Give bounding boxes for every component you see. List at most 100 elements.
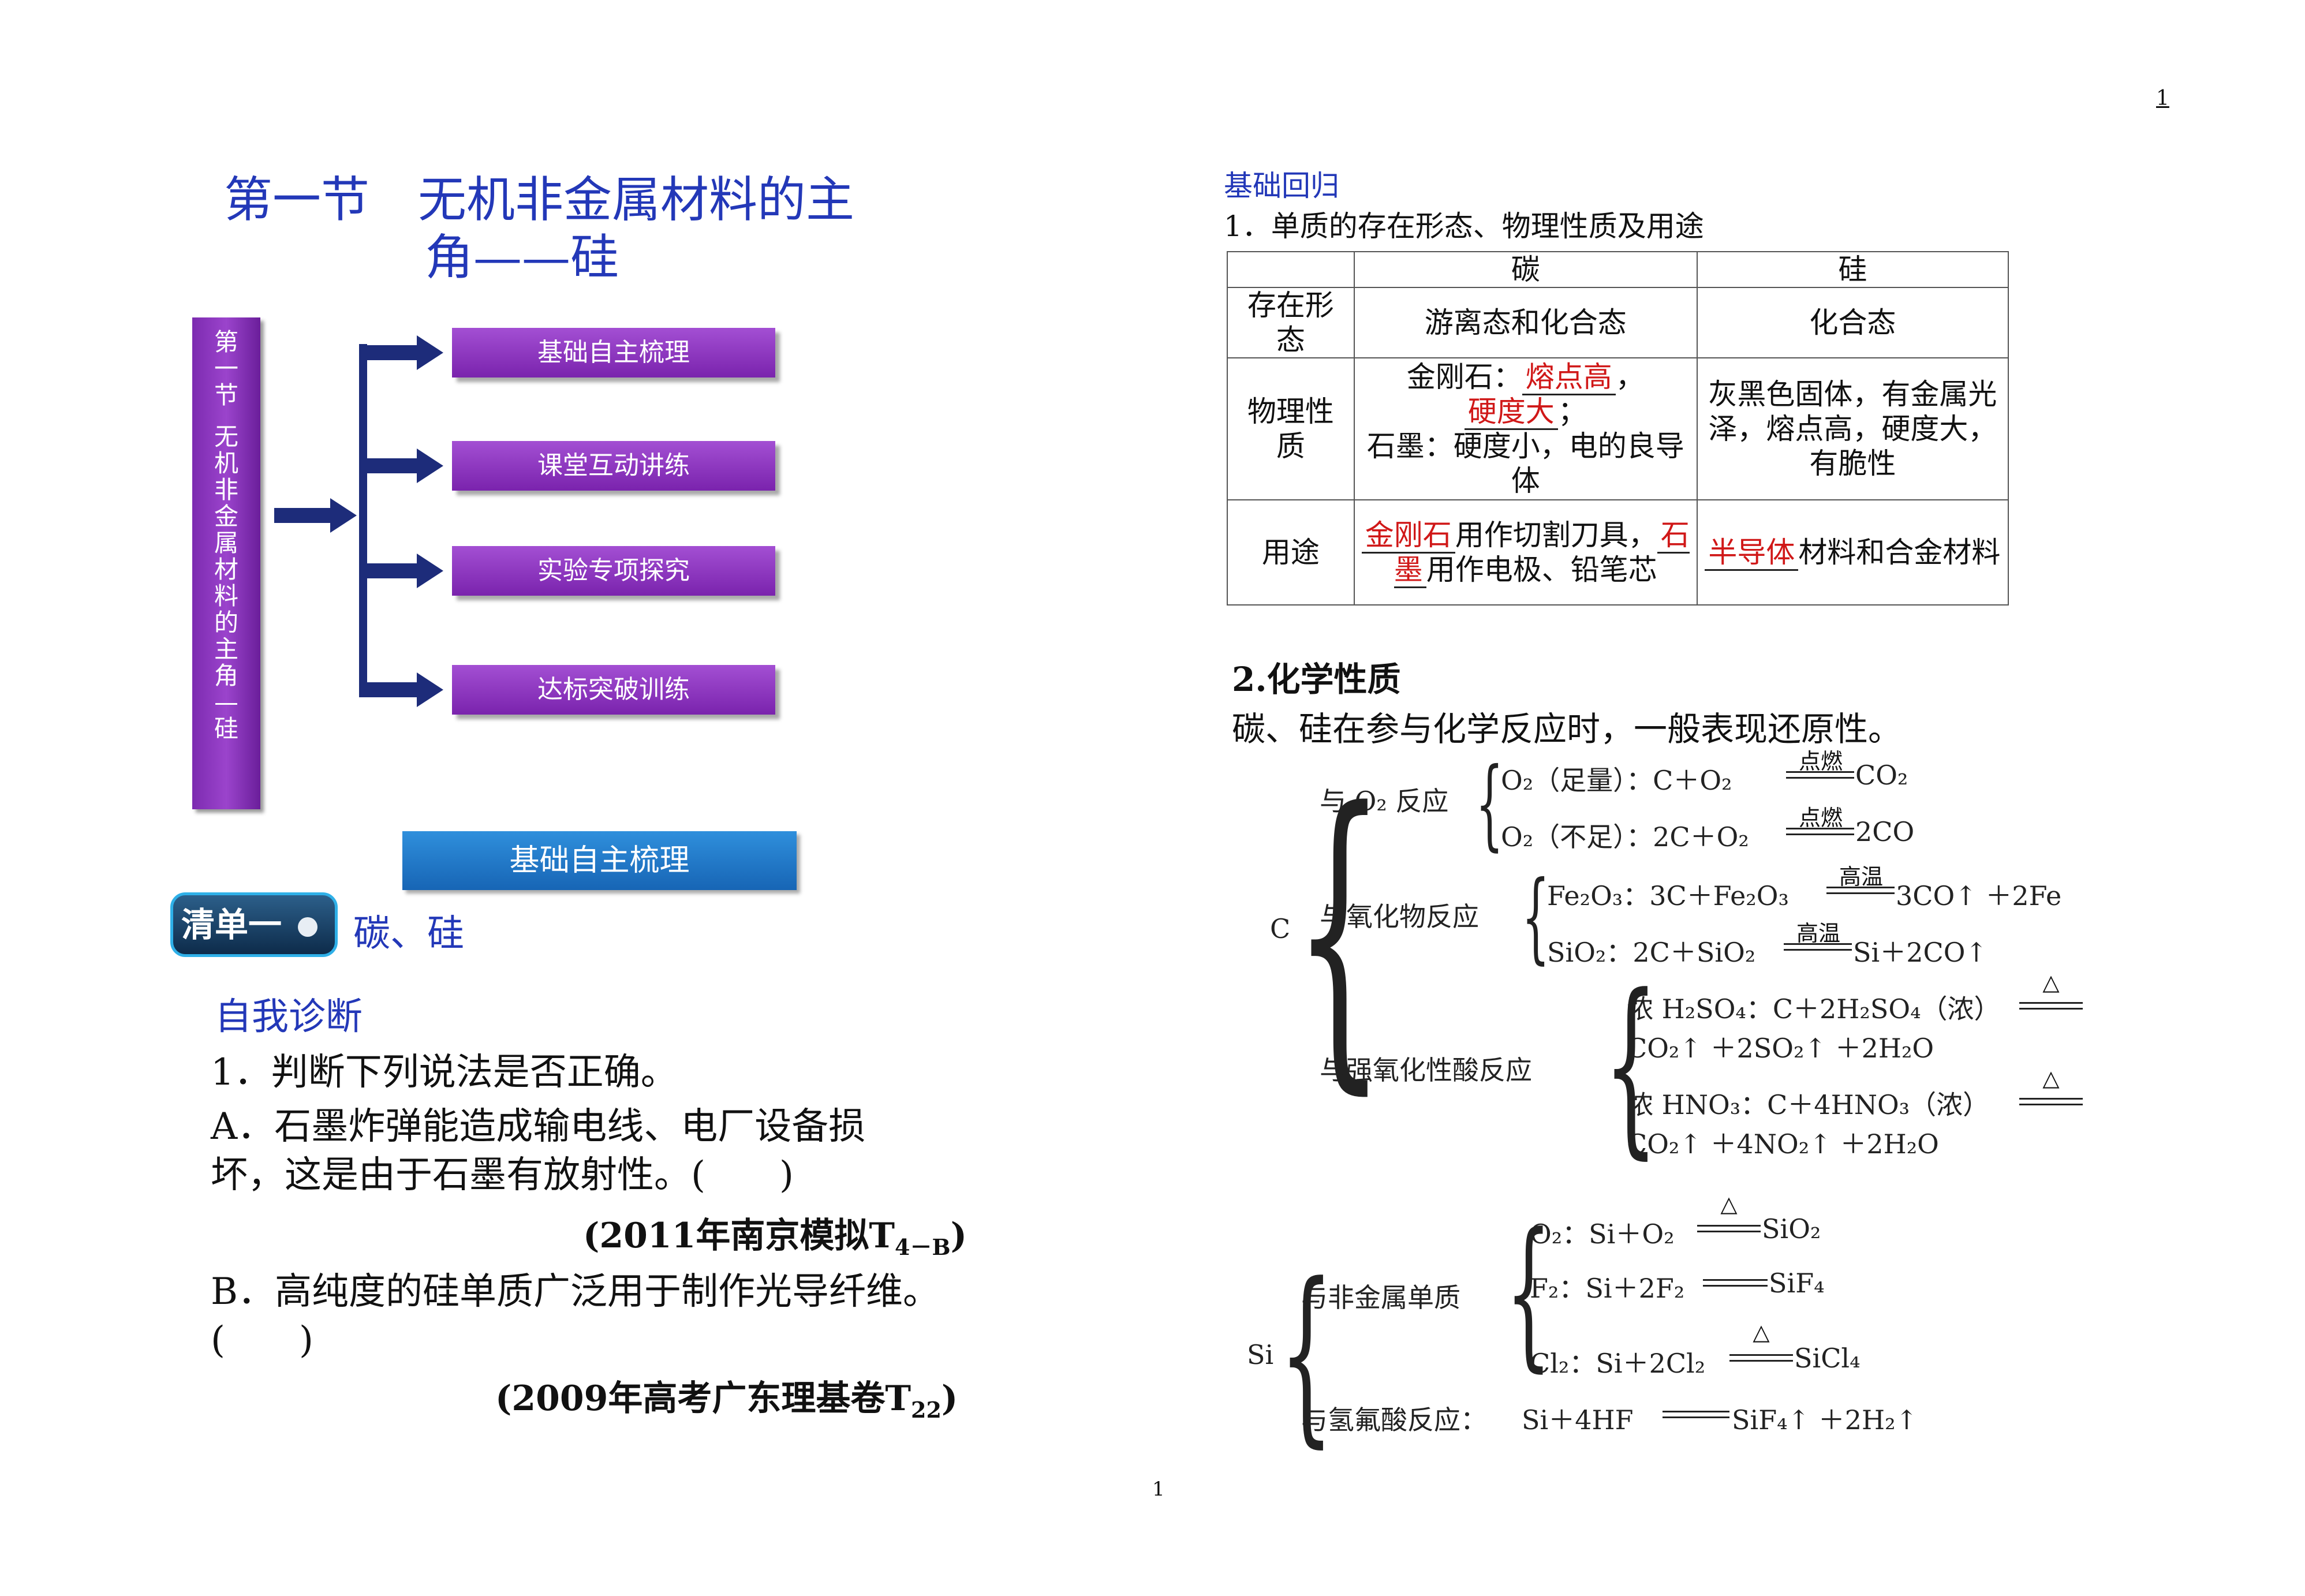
answer-blank: 石墨 — [1394, 518, 1690, 588]
equals-sign — [2019, 1002, 2083, 1010]
question-1: 1．判断下列说法是否正确。 — [211, 1051, 678, 1094]
vlabel-char — [192, 409, 260, 424]
cell-text: ； — [1557, 395, 1587, 428]
table-header: 硅 — [1696, 251, 2009, 288]
table-cell: 金刚石：熔点高， 硬度大； 石墨：硬度小，电的良导体 — [1353, 357, 1698, 500]
answer-blank: 金刚石 — [1361, 518, 1455, 554]
carbon-acid-label: 与强氧化性酸反应 — [1320, 1055, 1532, 1086]
properties-table: 碳 硅 存在形态 游离态和化合态 化合态 物理性质 金刚石：熔点高， 硬度大； … — [1227, 251, 2009, 605]
reaction-h2so4-products: CO₂↑ ＋2SO₂↑ ＋2H₂O — [1627, 1033, 1934, 1064]
subsection-2: 2.化学性质 — [1232, 660, 1401, 699]
reaction-si-o2: O₂：Si＋O₂ — [1530, 1219, 1675, 1250]
vlabel-char: 硅 — [214, 715, 238, 743]
cell-text: 材料和合金材料 — [1798, 536, 2001, 569]
reaction-si-cl2: Cl₂：Si＋2Cl₂ — [1530, 1348, 1706, 1379]
question-a-source: (2011年南京模拟T4－B) — [583, 1208, 967, 1261]
vlabel-char: 金 — [214, 502, 238, 530]
vlabel-char: 第 — [214, 328, 238, 356]
product: CO₂ — [1855, 760, 1908, 791]
branch-arrow-shaft — [367, 563, 419, 578]
condition-heat: △ — [2042, 970, 2060, 995]
equals-sign — [1729, 1354, 1793, 1362]
branch-arrow-head — [417, 554, 443, 588]
branch-arrow-head — [417, 672, 443, 707]
table-row: 存在形态 游离态和化合态 化合态 — [1227, 287, 2009, 358]
table-row: 用途 金刚石用作切割刀具，石墨用作电极、铅笔芯 半导体材料和合金材料 — [1227, 499, 2009, 605]
condition-ignite: 点燃 — [1798, 749, 1843, 774]
product: SiCl₄ — [1794, 1343, 1861, 1374]
vlabel-char: 无 — [214, 423, 238, 451]
condition-high-temp: 高温 — [1839, 864, 1883, 889]
product: SiF₄ — [1769, 1268, 1825, 1299]
source-sub: 22 — [911, 1397, 942, 1423]
carbon-oxide-label: 与氧化物反应 — [1320, 901, 1479, 932]
vlabel-char: 非 — [214, 476, 238, 504]
equals-sign — [1784, 943, 1852, 951]
product: Si＋2CO↑ — [1853, 937, 1988, 968]
row-label: 存在形态 — [1227, 287, 1355, 358]
cell-text: 金刚石： — [1406, 360, 1522, 394]
reaction-si-f2: F₂：Si＋2F₂ — [1530, 1273, 1685, 1304]
reaction-h2so4: 浓 H₂SO₄：C＋2H₂SO₄（浓） — [1627, 993, 2001, 1025]
nav-button-basics[interactable]: 基础自主梳理 — [452, 328, 775, 377]
main-arrow-head — [330, 498, 357, 533]
connector-line — [359, 344, 367, 697]
basics-heading: 基础回归 — [1224, 169, 1339, 203]
equals-sign — [1786, 828, 1854, 835]
table-header-row: 碳 硅 — [1227, 251, 2009, 288]
nav-button-classroom[interactable]: 课堂互动讲练 — [452, 441, 775, 491]
answer-blank: 半导体 — [1705, 536, 1799, 571]
silicon-root: Si — [1247, 1339, 1274, 1370]
source-text: (2009年高考广东理基卷T — [495, 1378, 911, 1419]
table-cell: 金刚石用作切割刀具，石墨用作电极、铅笔芯 — [1353, 499, 1698, 605]
table-header: 碳 — [1353, 251, 1698, 288]
equals-sign — [1663, 1411, 1729, 1418]
section-vertical-label: 第 一 节 无 机 非 金 属 材 料 的 主 角 — 硅 — [192, 317, 260, 809]
reaction-si-hf: Si＋4HF — [1522, 1404, 1634, 1436]
list-badge: 清单一 — [170, 892, 338, 957]
section-banner[interactable]: 基础自主梳理 — [402, 831, 797, 890]
carbon-o2-brace: { — [1475, 747, 1504, 861]
product: 3CO↑ ＋2Fe — [1896, 880, 2062, 911]
vlabel-char: 料 — [214, 582, 238, 610]
row-label: 用途 — [1227, 499, 1355, 605]
branch-arrow-shaft — [367, 682, 419, 697]
product: SiO₂ — [1762, 1213, 1821, 1244]
silicon-nonmetal-label: 与非金属单质 — [1301, 1282, 1460, 1313]
nav-button-training[interactable]: 达标突破训练 — [452, 665, 775, 715]
vlabel-char: 材 — [214, 555, 238, 584]
question-b-source: (2009年高考广东理基卷T22) — [495, 1370, 958, 1423]
question-b-line-1: B．高纯度的硅单质广泛用于制作光导纤维。 — [211, 1270, 940, 1313]
page-number-top: 1 — [2156, 87, 2169, 110]
condition-heat: △ — [1753, 1320, 1770, 1345]
reaction-hno3-products: CO₂↑ ＋4NO₂↑ ＋2H₂O — [1627, 1128, 1939, 1160]
reaction-o2-deficient: O₂（不足）：2C＋O₂ — [1501, 821, 1749, 853]
table-cell: 游离态和化合态 — [1353, 287, 1698, 358]
condition-high-temp: 高温 — [1796, 921, 1840, 946]
question-b-line-2: ( ) — [211, 1319, 313, 1362]
equals-sign — [1786, 771, 1854, 779]
title-line-1: 第一节 无机非金属材料的主 — [224, 171, 855, 228]
product: 2CO — [1855, 816, 1915, 847]
equals-sign — [1703, 1279, 1768, 1287]
vlabel-char: 属 — [214, 529, 238, 557]
equals-sign — [1697, 1225, 1761, 1232]
branch-arrow-shaft — [367, 345, 419, 360]
table-row: 物理性质 金刚石：熔点高， 硬度大； 石墨：硬度小，电的良导体 灰黑色固体，有金… — [1227, 357, 2009, 500]
vlabel-char: 的 — [214, 608, 238, 637]
table-cell: 化合态 — [1696, 287, 2009, 358]
cell-text: 石墨：硬度小，电的良导体 — [1366, 429, 1684, 498]
nav-button-experiment[interactable]: 实验专项探究 — [452, 546, 775, 596]
condition-heat: △ — [1720, 1191, 1738, 1217]
source-text: (2011年南京模拟T — [583, 1216, 895, 1256]
main-arrow-shaft — [274, 508, 332, 523]
carbon-o2-label: 与 O₂ 反应 — [1320, 786, 1449, 817]
source-close: ) — [950, 1216, 967, 1256]
equals-sign — [1826, 887, 1895, 894]
branch-arrow-head — [417, 448, 443, 483]
equals-sign — [2019, 1098, 2083, 1105]
condition-ignite: 点燃 — [1798, 805, 1843, 831]
vlabel-char: 角 — [214, 661, 238, 690]
reaction-hno3: 浓 HNO₃：C＋4HNO₃（浓） — [1627, 1089, 1990, 1120]
vlabel-char: 节 — [214, 381, 238, 409]
